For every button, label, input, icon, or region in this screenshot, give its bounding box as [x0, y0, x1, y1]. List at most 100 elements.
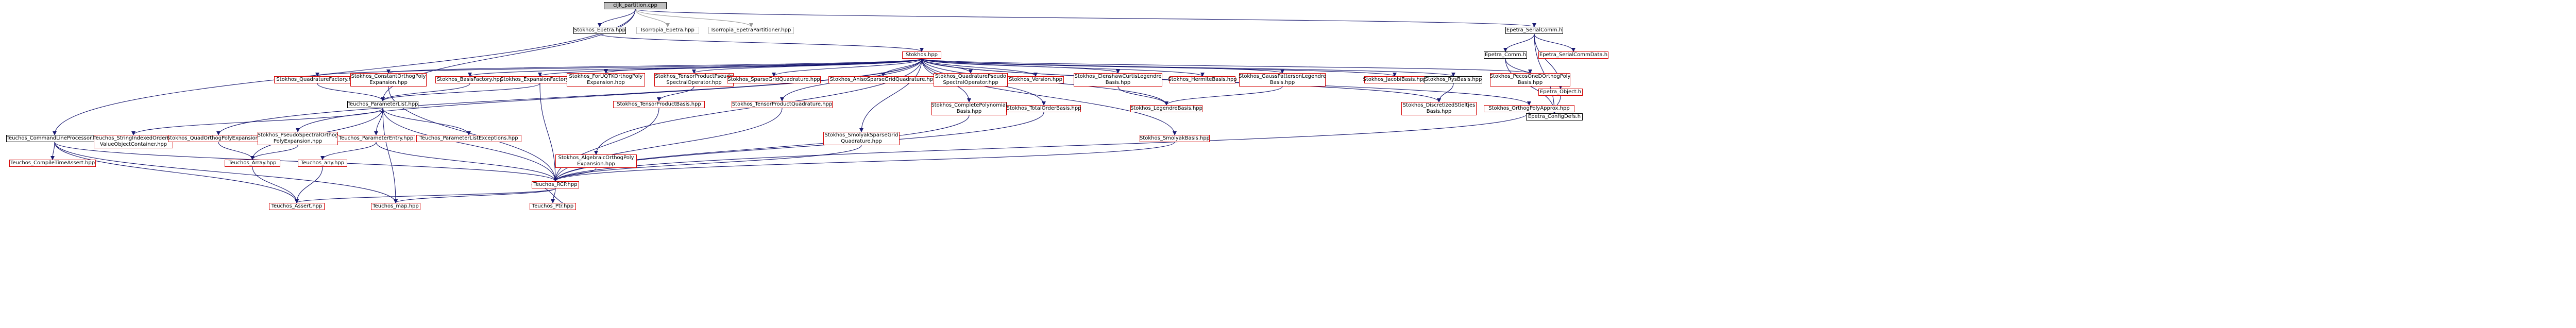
edge-expfac-to-rcp — [539, 83, 557, 182]
edge-completepoly-to-rcp — [553, 115, 970, 182]
edge-cmdline-to-map — [54, 142, 398, 203]
node-stokhos-jacobibasis-hpp[interactable]: Stokhos_JacobiBasis.hpp — [1363, 76, 1427, 83]
edge-array-to-assert — [252, 166, 299, 203]
node-teuchos-parameterentry-hpp[interactable]: Teuchos_ParameterEntry.hpp — [337, 135, 415, 142]
edge-cmdline-to-compiletime — [50, 142, 55, 160]
node-teuchos-parameterlist-hpp[interactable]: Teuchos_ParameterList.hpp — [347, 101, 418, 108]
node-stokhos-completepolynomialbasis-hpp[interactable]: Stokhos_CompletePolynomial Basis.hpp — [931, 102, 1007, 115]
node-stokhos-totalorderbasis-hpp[interactable]: Stokhos_TotalOrderBasis.hpp — [1006, 105, 1081, 112]
node-stokhos-algebraicorthogpolyexpansion-hpp[interactable]: Stokhos_AlgebraicOrthogPoly Expansion.hp… — [555, 154, 637, 168]
node-stokhos-tensorproductpseudospectraloperator-hpp[interactable]: Stokhos_TensorProductPseudo SpectralOper… — [654, 73, 734, 87]
node-stokhos-hpp[interactable]: Stokhos.hpp — [902, 51, 941, 59]
node-isorropia-epetra-hpp: Isorropia_Epetra.hpp — [636, 27, 699, 34]
edge-expfac-to-paramlist — [381, 83, 540, 101]
node-stokhos-legendrebasis-hpp[interactable]: Stokhos_LegendreBasis.hpp — [1130, 105, 1203, 112]
node-teuchos-array-hpp[interactable]: Teuchos_Array.hpp — [225, 160, 280, 167]
edge-clenshaw-to-legendre — [1117, 86, 1168, 106]
edge-epetra-to-stokhos — [599, 33, 924, 52]
node-teuchos-ptr-hpp[interactable]: Teuchos_Ptr.hpp — [530, 203, 576, 210]
node-stokhos-discretizedstieltjesbasis-hpp[interactable]: Stokhos_DiscretizedStieltjes Basis.hpp — [1401, 102, 1477, 115]
edge-orthogapprox-to-rcp — [553, 112, 1530, 182]
edge-serialcomm-to-comm — [1503, 33, 1535, 52]
edge-root-to-serialcomm — [635, 9, 1536, 27]
node-cijk-partition-cpp[interactable]: cijk_partition.cpp — [604, 2, 667, 9]
edge-paramentry-to-rcp — [376, 142, 557, 182]
edge-tensorbasis-to-rcp — [553, 108, 659, 182]
edge-pseudospec-to-array — [250, 145, 298, 160]
node-stokhos-gausspattersonlegendrebasis-hpp[interactable]: Stokhos_GaussPattersonLegendre Basis.hpp — [1239, 73, 1326, 87]
edge-smolyakbasis-to-rcp — [553, 142, 1175, 182]
node-epetra-serialcommdata-h[interactable]: Epetra_SerialCommData.h — [1538, 51, 1608, 59]
edge-root-to-isorropia_e — [635, 9, 670, 27]
node-stokhos-quadraturefactory-hpp[interactable]: Stokhos_QuadratureFactory.hpp — [274, 76, 361, 83]
node-teuchos-rcp-hpp[interactable]: Teuchos_RCP.hpp — [532, 181, 579, 188]
node-stokhos-anisosparsegridquadrature-hpp[interactable]: Stokhos_AnisoSparseGridQuadrature.hpp — [828, 76, 938, 83]
edge-stokhos-to-hermite — [921, 58, 1205, 77]
edge-stokhos-to-quadfac — [315, 58, 922, 77]
edge-any-to-assert — [295, 166, 323, 203]
node-epetra-serialcomm-h[interactable]: Epetra_SerialComm.h — [1505, 27, 1563, 34]
node-stokhos-rysbasis-hpp[interactable]: Stokhos_RysBasis.hpp — [1425, 76, 1482, 83]
edge-serialcomm-to-serialcommdata — [1534, 33, 1575, 52]
edge-quadfac-to-paramlist — [317, 83, 385, 101]
node-stokhos-orthogpolyapprox-hpp[interactable]: Stokhos_OrthogPolyApprox.hpp — [1484, 105, 1574, 112]
edge-paramlist-to-rcp — [382, 108, 557, 182]
node-teuchos-parameterlistexceptions-hpp[interactable]: Teuchos_ParameterListExceptions.hpp — [416, 135, 521, 142]
edge-rcp-to-map — [394, 188, 556, 203]
node-stokhos-pecosonedorthogpolybasis-hpp[interactable]: Stokhos_PecosOneDOrthogPoly Basis.hpp — [1489, 73, 1571, 87]
node-teuchos-map-hpp[interactable]: Teuchos_map.hpp — [371, 203, 420, 210]
edge-root-to-epetra — [598, 9, 636, 27]
node-stokhos-sparsegridquadrature-hpp[interactable]: Stokhos_SparseGridQuadrature.hpp — [727, 76, 821, 83]
edge-totalorder-to-rcp — [553, 112, 1044, 182]
node-stokhos-basisfactory-hpp[interactable]: Stokhos_BasisFactory.hpp — [435, 76, 504, 83]
edge-quadorth-to-array — [218, 142, 255, 160]
node-teuchos-compiletimeassert-hpp[interactable]: Teuchos_CompileTimeAssert.hpp — [9, 160, 96, 167]
node-stokhos-hermitebasis-hpp[interactable]: Stokhos_HermiteBasis.hpp — [1168, 76, 1237, 83]
node-stokhos-tensorproductbasis-hpp[interactable]: Stokhos_TensorProductBasis.hpp — [613, 101, 705, 108]
node-stokhos-pseudospectralorthogpolyexpansion-hpp[interactable]: Stokhos_PseudoSpectralOrthog PolyExpansi… — [257, 132, 338, 145]
edge-stokhos-to-forusqk — [604, 58, 922, 74]
node-stokhos-smolyakbasis-hpp[interactable]: Stokhos_SmolyakBasis.hpp — [1139, 135, 1210, 142]
edge-stokhos-to-smolyakgrid — [859, 58, 922, 132]
edge-paramlist-to-paramexc — [382, 108, 471, 135]
edge-root-to-isorropia_ep — [635, 9, 753, 27]
node-epetra-comm-h[interactable]: Epetra_Comm.h — [1484, 51, 1527, 59]
node-stokhos-expansionfactory-hpp[interactable]: Stokhos_ExpansionFactory.hpp — [500, 76, 580, 83]
edge-stokhos-to-smolyakbasis — [921, 58, 1177, 135]
node-epetra-configdefs-h[interactable]: Epetra_ConfigDefs.h — [1526, 113, 1583, 120]
node-isorropia-epetrapartitioner-hpp: Isorropia_EpetraPartitioner.hpp — [708, 27, 794, 34]
edge-tensorpseudo-to-tensorbasis — [657, 86, 694, 101]
node-stokhos-epetra-hpp[interactable]: Stokhos_Epetra.hpp — [573, 27, 626, 34]
edge-paramlist-to-map — [382, 108, 398, 203]
edge-stokhos-to-constorth — [386, 58, 922, 74]
node-stokhos-quadorthogpolyexpansion-hpp[interactable]: Stokhos_QuadOrthogPolyExpansion.hpp — [166, 135, 270, 142]
edge-root-to-paramlist — [381, 9, 636, 101]
edge-paramlist-to-stringindexed — [131, 108, 383, 135]
node-stokhos-clenshawcurtislegendrebasis-hpp[interactable]: Stokhos_ClenshawCurtisLegendre Basis.hpp — [1074, 73, 1162, 87]
edge-basisfac-to-paramlist — [381, 83, 470, 101]
edge-stokhos-to-tensorpseudo — [692, 58, 922, 74]
node-teuchos-commandlineprocessor-hpp[interactable]: Teuchos_CommandLineProcessor.hpp — [6, 135, 103, 142]
node-stokhos-tensorproductquadrature-hpp[interactable]: Stokhos_TensorProductQuadrature.hpp — [732, 101, 833, 108]
edge-stokhos-to-sparsegrid — [772, 58, 922, 77]
node-stokhos-quadraturepseudospectraloperator-hpp[interactable]: Stokhos_QuadraturePseudo SpectralOperato… — [934, 73, 1008, 87]
node-stokhos-constantorthogpolyexpansion-hpp[interactable]: Stokhos_ConstantOrthogPoly Expansion.hpp — [350, 73, 427, 87]
node-stokhos-foruqtkorthogpolyexpansion-hpp[interactable]: Stokhos_ForUQTKOrthogPoly Expansion.hpp — [567, 73, 645, 87]
node-stokhos-smolyaksparsegridquadrature-hpp[interactable]: Stokhos_SmolyakSparseGrid Quadrature.hpp — [823, 132, 900, 145]
edge-stokhos-to-pecos — [921, 58, 1532, 74]
edge-rcp-to-assert — [295, 188, 556, 203]
edge-cmdline-to-assert — [54, 142, 299, 203]
edge-paramentry-to-any — [320, 142, 377, 160]
node-teuchos-assert-hpp[interactable]: Teuchos_Assert.hpp — [269, 203, 325, 210]
edge-gausspat-to-legendre — [1164, 86, 1283, 106]
node-epetra-object-h[interactable]: Epetra_Object.h — [1538, 89, 1583, 96]
edge-rys-to-discretized — [1437, 83, 1454, 102]
edge-smolyakgrid-to-rcp — [553, 145, 862, 182]
edge-stokhos-to-rys — [921, 58, 1455, 77]
node-teuchos-stringindexedorderedvalueobjectcontainer-hpp[interactable]: Teuchos_StringIndexedOrdered ValueObject… — [93, 135, 174, 148]
node-teuchos-any-hpp[interactable]: Teuchos_any.hpp — [298, 160, 347, 167]
edge-tensorquad-to-rcp — [553, 108, 783, 182]
node-stokhos-version-hpp[interactable]: Stokhos_Version.hpp — [1007, 76, 1064, 83]
